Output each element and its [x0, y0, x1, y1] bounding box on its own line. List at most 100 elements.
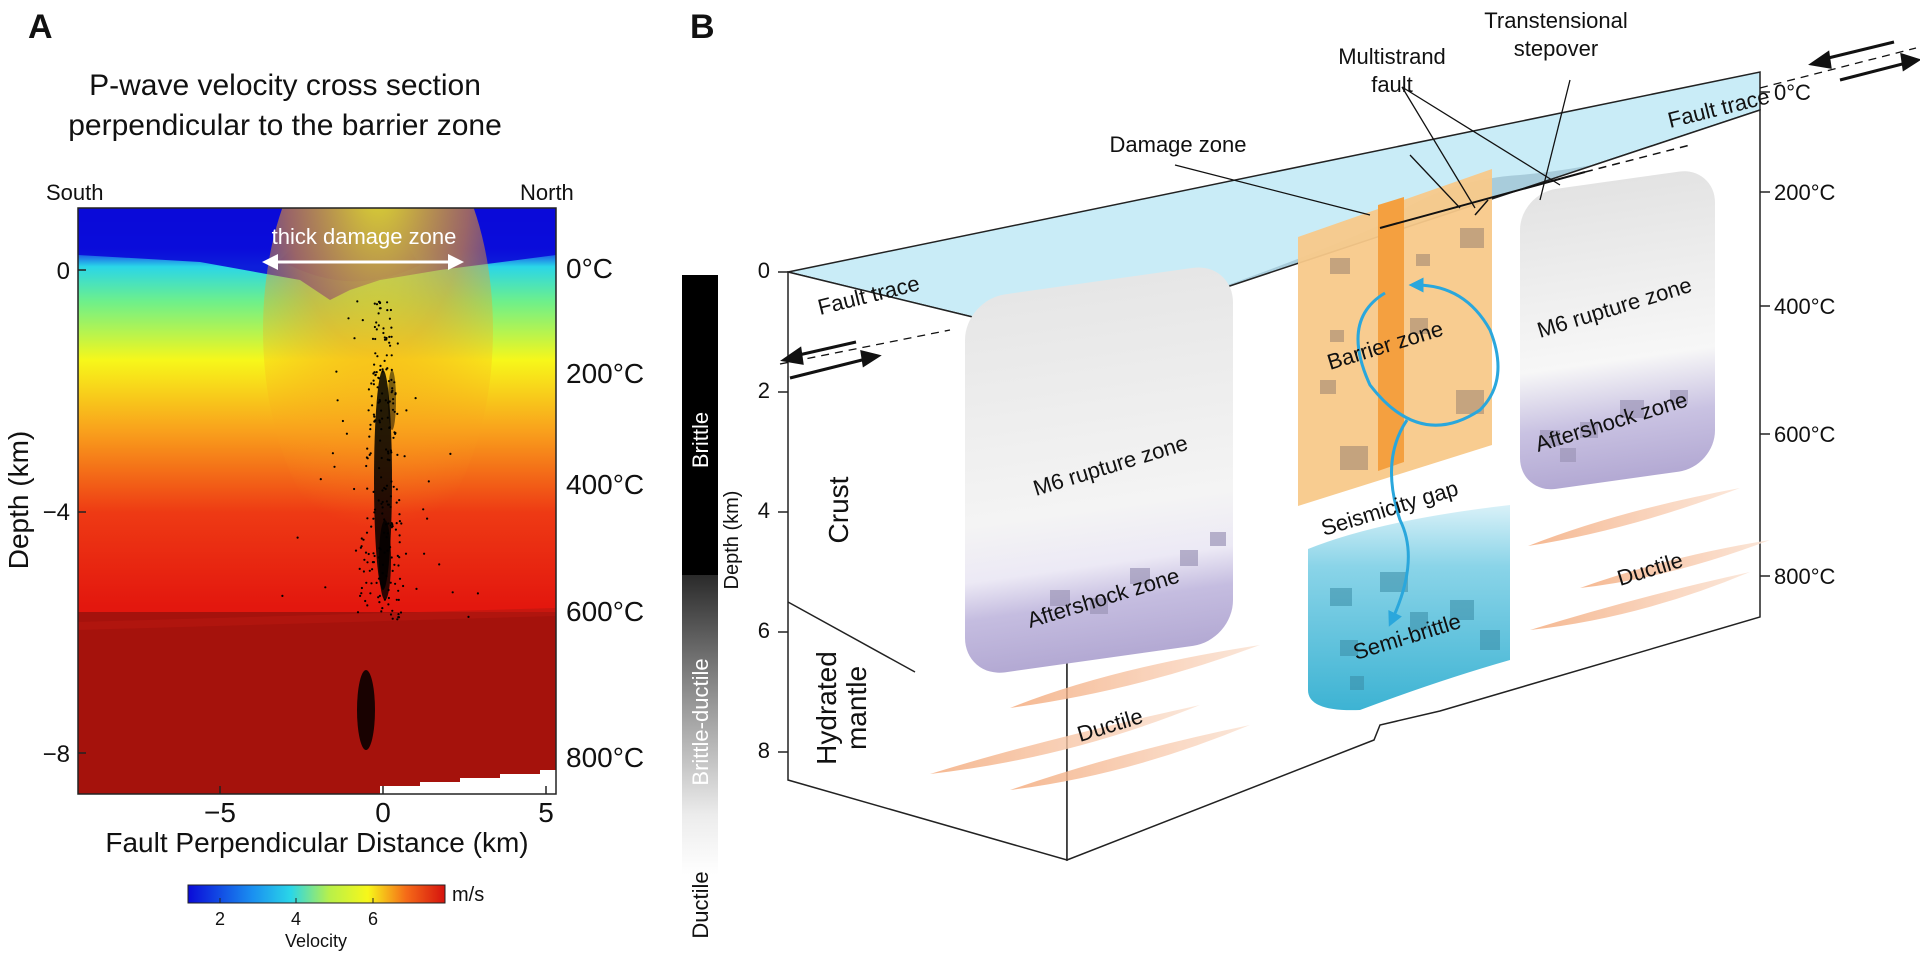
earthquake-dot: [386, 301, 389, 304]
earthquake-dot: [389, 613, 393, 616]
earthquake-dot: [395, 598, 398, 601]
earthquake-dot: [335, 370, 338, 373]
earthquake-dot: [377, 499, 380, 502]
earthquake-dot: [391, 617, 394, 620]
earthquake-dot: [386, 532, 389, 535]
velocity-cross-section: thick damage zone 0 −4 −8 Depth (km) −5 …: [3, 207, 718, 951]
x-tick-0: 0: [375, 797, 391, 828]
earthquake-dot: [405, 409, 408, 412]
x-tick-5: 5: [538, 797, 554, 828]
earthquake-dot: [389, 546, 392, 549]
earthquake-dot: [364, 599, 367, 603]
earthquake-dot: [372, 490, 375, 493]
earthquake-dot: [389, 505, 392, 509]
earthquake-dot: [375, 581, 378, 585]
earthquake-dot: [372, 379, 375, 382]
panel-a-title-line1: P-wave velocity cross section: [89, 69, 481, 102]
earthquake-dot: [370, 582, 373, 585]
earthquake-dot: [387, 522, 390, 525]
earthquake-dot: [393, 381, 396, 384]
earthquake-dot: [391, 523, 394, 526]
label-crust: Crust: [823, 476, 854, 543]
earthquake-dot: [379, 548, 382, 551]
x-axis-label: Fault Perpendicular Distance (km): [105, 827, 528, 858]
aftershock-blocks-left: [1050, 532, 1226, 614]
slip-arrows-top: [1759, 40, 1920, 89]
earthquake-dot: [358, 567, 361, 571]
earthquake-dot: [378, 594, 381, 598]
y-tick-8: −8: [43, 741, 70, 768]
seismicity-cluster: [357, 370, 396, 750]
earthquake-dot: [390, 378, 393, 381]
mantle-velocity-layer: [78, 612, 556, 794]
colorbar-tick-6: 6: [368, 909, 378, 929]
earthquake-dot: [390, 335, 393, 338]
earthquake-dot: [381, 370, 384, 373]
block-temp-800: 800°C: [1774, 564, 1836, 589]
rheology-ductile: Ductile: [688, 871, 713, 938]
earthquake-dot: [370, 395, 373, 398]
earthquake-dot: [356, 300, 359, 303]
low-velocity-cone: [263, 208, 493, 550]
earthquake-dot: [369, 428, 372, 431]
earthquake-dot: [383, 551, 386, 554]
earthquake-dot: [377, 312, 380, 315]
earthquake-dot: [379, 439, 382, 442]
earthquake-dot: [383, 336, 386, 339]
earthquake-dot: [396, 618, 399, 621]
earthquake-dot: [398, 577, 402, 580]
earthquake-dot: [385, 500, 388, 503]
earthquake-dot: [371, 561, 374, 564]
earthquake-dot: [368, 569, 371, 572]
earthquake-dot: [372, 517, 375, 520]
earthquake-dot: [366, 517, 369, 520]
earthquake-dot: [394, 431, 397, 435]
earthquake-dot: [341, 419, 344, 423]
earthquake-dot: [380, 502, 383, 505]
earthquake-dot: [392, 436, 395, 439]
earthquake-dot: [376, 355, 379, 358]
earthquake-dot: [377, 577, 381, 580]
y-axis-label: Depth (km): [3, 431, 34, 569]
earthquake-dot: [381, 563, 385, 567]
earthquake-dot: [374, 374, 377, 377]
label-north: North: [520, 180, 574, 205]
earthquake-dot: [398, 520, 401, 523]
earthquake-dot: [387, 603, 390, 606]
earthquake-dot: [400, 522, 403, 525]
slip-arrows-bottom: [779, 329, 951, 380]
earthquake-dot: [449, 452, 452, 455]
earthquake-dot: [399, 611, 403, 614]
earthquake-dot: [366, 561, 369, 564]
earthquake-dot: [378, 467, 381, 470]
earthquake-dot: [359, 594, 362, 598]
earthquake-dot: [382, 327, 385, 330]
earthquake-dot: [414, 397, 417, 400]
earthquake-dot: [378, 377, 381, 380]
earthquake-dot: [392, 402, 395, 405]
earthquake-dot: [368, 453, 371, 456]
earthquake-dot: [367, 388, 370, 391]
earthquake-dot: [387, 452, 390, 455]
earthquake-dot: [389, 308, 392, 312]
earthquake-dot: [398, 513, 401, 516]
earthquake-dot: [381, 417, 384, 420]
earthquake-dot: [367, 409, 370, 412]
earthquake-dot: [451, 591, 454, 594]
earthquake-dot: [426, 517, 429, 520]
earthquake-dot: [396, 412, 399, 415]
earthquake-dot: [361, 319, 364, 322]
earthquake-dot: [398, 556, 401, 559]
leader-lines: [1174, 79, 1571, 216]
earthquake-dot: [423, 552, 426, 555]
earthquake-dot: [380, 428, 383, 431]
earthquake-dot: [383, 486, 386, 490]
earthquake-dot: [383, 531, 386, 534]
earthquake-dot: [380, 409, 383, 412]
earthquake-dot: [422, 508, 425, 511]
label-mantle: mantle: [841, 666, 872, 750]
earthquake-dot: [403, 455, 406, 458]
earthquake-dot: [380, 476, 383, 479]
earthquake-dot: [364, 551, 368, 554]
earthquake-dot: [366, 604, 369, 607]
